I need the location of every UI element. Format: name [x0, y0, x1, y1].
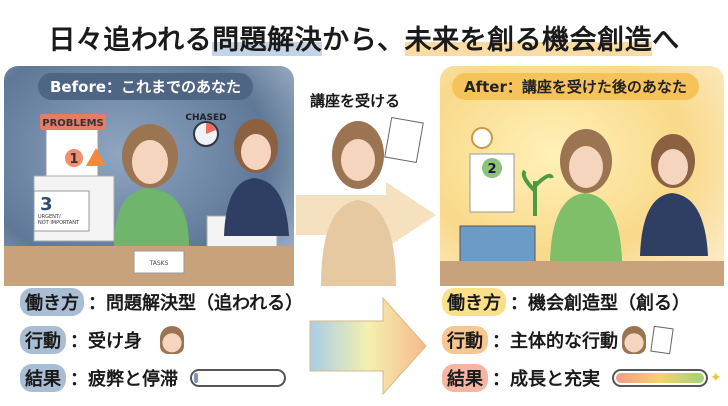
colleague-woman-face [658, 149, 688, 185]
happy-face-icon [622, 326, 646, 354]
boss-woman-face [241, 134, 271, 170]
notebook-icon [384, 116, 424, 164]
action-key: 行動 [20, 326, 66, 354]
tasks-sheet [133, 250, 185, 274]
desk [440, 261, 724, 286]
result-value: ：疲弊と停滞 [70, 369, 178, 390]
before-action: 行動：受け身 [20, 326, 184, 354]
result-key: 結果 [20, 364, 66, 392]
result-value: ：成長と充実 [492, 369, 600, 390]
warning-icon [86, 148, 106, 166]
smiling-woman [321, 200, 396, 286]
not-important-text: NOT IMPORTANT [38, 220, 80, 226]
before-work-style: 働き方：問題解決型（追われる） [20, 288, 303, 316]
number-3: 3 [40, 194, 53, 215]
problems-text: PROBLEMS [42, 118, 104, 129]
before-label: Before：これまでのあなた [38, 73, 254, 100]
book-stack [459, 225, 536, 267]
work-style-key: 働き方 [442, 288, 506, 316]
work-style-value: ：問題解決型（追われる） [88, 293, 304, 314]
work-style-key: 働き方 [20, 288, 84, 316]
title-highlight-opportunity: 機会創造 [542, 25, 653, 56]
title-highlight-problem: 問題解決 [212, 25, 323, 56]
urgent-text: URGENT/ [38, 214, 61, 220]
problems-banner [40, 114, 106, 130]
stressed-woman-face [132, 140, 168, 184]
urgent-sheet [33, 190, 90, 232]
confident-woman [550, 193, 622, 261]
after-scene: 2 [440, 127, 724, 286]
result-key: 結果 [442, 364, 488, 392]
page-title: 日々追われる問題解決から、未来を創る機会創造へ [0, 18, 728, 57]
number-2: 2 [487, 162, 496, 177]
clock-hand [206, 123, 216, 134]
after-label: After：講座を受けた後のあなた [452, 73, 699, 100]
full-progress-bar [612, 369, 708, 387]
tasks-text: TASKS [149, 260, 169, 267]
after-work-style: 働き方：機会創造型（創る） [442, 288, 690, 316]
sprout-icon [521, 169, 554, 216]
sparkle-icon: ✦ [710, 370, 722, 386]
boss-woman [224, 178, 289, 236]
title-highlight-future: 未来を創る [404, 25, 543, 56]
chased-text: CHASED [185, 113, 226, 123]
title-text: 日々追われる [48, 25, 213, 56]
action-value: ：受け身 [70, 331, 142, 352]
smiling-woman-face [341, 139, 375, 181]
compass-icon [471, 127, 493, 149]
transition-arrow [309, 296, 427, 396]
before-scene: PROBLEMS 1 CHASED 3 URGENT/ NOT IMPORTAN… [4, 113, 294, 286]
after-action: 行動：主体的な行動 [442, 325, 674, 355]
full-progress-fill [616, 373, 704, 383]
stressed-woman [114, 188, 189, 246]
title-text: へ [652, 25, 680, 56]
number-1-badge [65, 149, 83, 167]
confident-woman-face [569, 146, 603, 188]
action-key: 行動 [442, 326, 488, 354]
after-result: 結果：成長と充実 ✦ [442, 364, 722, 392]
empty-progress-fill [194, 373, 199, 383]
work-style-value: ：機会創造型（創る） [510, 293, 690, 314]
empty-progress-bar [190, 369, 286, 387]
course-scene [296, 116, 436, 286]
transition-arrow-shape [309, 296, 427, 396]
take-course-label: 講座を受ける [310, 92, 401, 110]
colleague-woman [640, 193, 708, 256]
worried-face-icon [160, 326, 184, 354]
number-2-badge [482, 158, 502, 178]
title-text: から、 [322, 25, 405, 56]
number-1: 1 [69, 152, 78, 167]
notebook-pen-icon [650, 325, 674, 355]
before-result: 結果：疲弊と停滞 [20, 364, 286, 392]
action-value: ：主体的な行動 [492, 331, 618, 352]
